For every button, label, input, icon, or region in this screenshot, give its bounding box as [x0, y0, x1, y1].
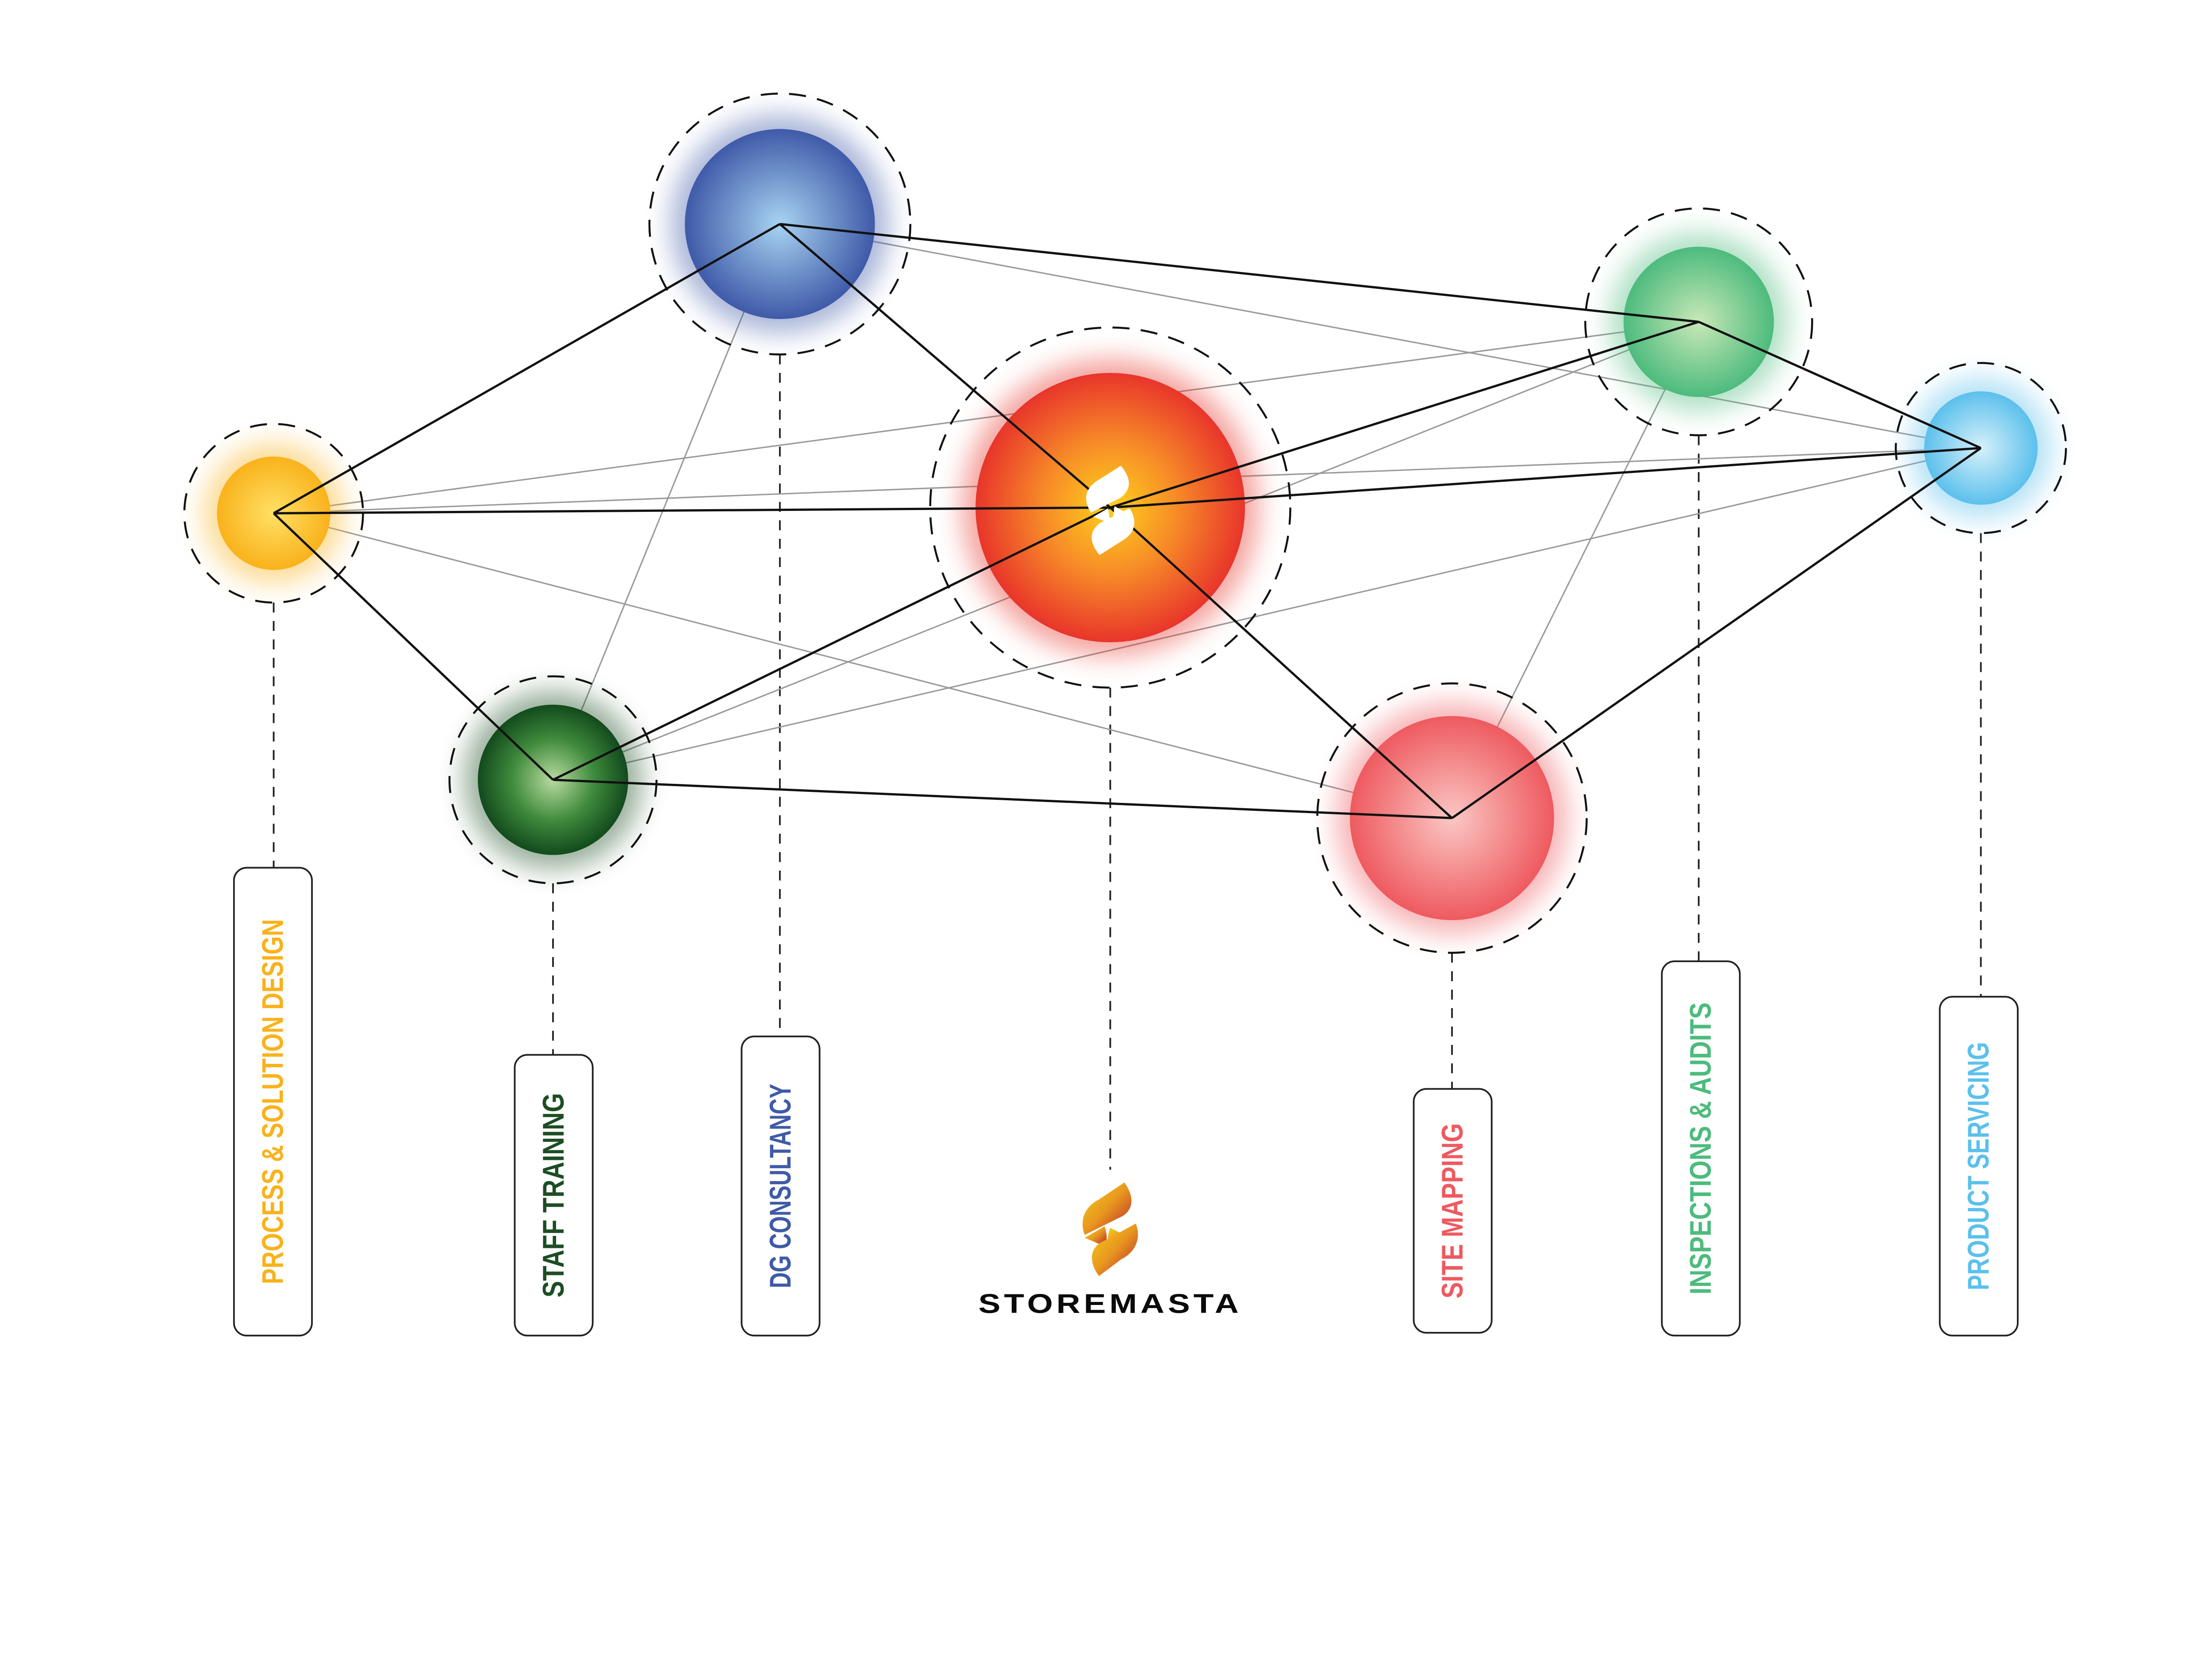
site-label-frame: [1413, 1088, 1493, 1334]
primary-connections: [273, 223, 1982, 819]
dg-label-box[interactable]: DG CONSULTANCY: [741, 1036, 821, 1337]
edge-site-product: [1451, 447, 1982, 819]
staff-dashed-ring: [448, 675, 658, 885]
product-label-frame: [1939, 996, 2019, 1337]
dg-label-frame: [741, 1036, 821, 1337]
edge-dg-process: [273, 223, 781, 514]
staff-label-box[interactable]: STAFF TRAINING: [514, 1054, 594, 1337]
edge-center-inspections: [1110, 321, 1699, 509]
service-network-diagram: PROCESS & SOLUTION DESIGN STAFF TRAINING D…: [183, 92, 2067, 1337]
edge-staff-product: [553, 447, 1981, 781]
edge-dg-product: [780, 223, 1981, 449]
edge-center-site: [1109, 507, 1453, 819]
brand-name: STOREMASTA: [979, 1289, 1242, 1319]
edge-process-staff: [273, 512, 554, 781]
center-logo-icon: [1086, 465, 1135, 555]
edge-process-site: [273, 512, 1452, 819]
node-labels: PROCESS & SOLUTION DESIGN STAFF TRAINING D…: [233, 867, 2019, 1337]
site-label: SITE MAPPING: [1436, 1123, 1469, 1298]
inspections-label-box[interactable]: INSPECTIONS & AUDITS: [1661, 960, 1741, 1337]
edge-dg-center: [779, 223, 1111, 509]
process-label-frame: [233, 867, 313, 1337]
staff-label-frame: [514, 1054, 594, 1337]
site-dashed-ring: [1316, 682, 1588, 954]
connector-drops: [273, 354, 1982, 1170]
edge-inspections-product: [1698, 321, 1982, 449]
edge-process-inspections: [273, 321, 1699, 514]
inspections-label-frame: [1661, 960, 1741, 1337]
product-dashed-ring: [1895, 362, 2067, 534]
edge-process-center: [273, 506, 1110, 514]
site-label-box[interactable]: SITE MAPPING: [1413, 1088, 1493, 1334]
product-label: PRODUCT SERVICING: [1962, 1042, 1995, 1290]
center-dashed-ring: [929, 326, 1291, 689]
process-label: PROCESS & SOLUTION DESIGN: [256, 919, 289, 1284]
staff-label: STAFF TRAINING: [537, 1093, 570, 1297]
product-label-box[interactable]: PRODUCT SERVICING: [1939, 996, 2019, 1337]
inspections-label: INSPECTIONS & AUDITS: [1684, 1002, 1717, 1294]
dg-label: DG CONSULTANCY: [764, 1084, 797, 1288]
storemasta-flame-logo-icon: [1083, 1182, 1138, 1276]
dg-dashed-ring: [648, 92, 911, 356]
inspections-dashed-ring: [1584, 207, 1813, 437]
edge-center-product: [1110, 447, 1981, 509]
storemasta-logo: STOREMASTA: [979, 1182, 1242, 1319]
edge-staff-site: [553, 779, 1452, 819]
process-label-box[interactable]: PROCESS & SOLUTION DESIGN: [233, 867, 313, 1337]
edge-dg-inspections: [780, 223, 1699, 323]
edge-staff-center: [552, 507, 1111, 781]
